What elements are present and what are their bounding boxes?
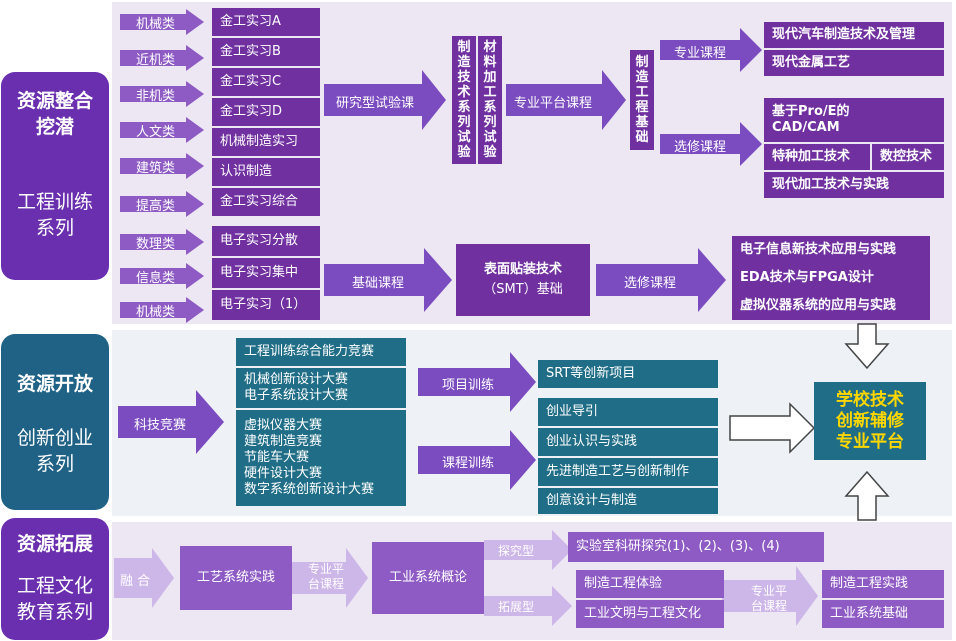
section-open: 资源开放 创新创业 系列 [1,334,109,510]
competition-engineering: 工程训练综合能力竞赛 [236,338,406,366]
tag-architecture: 建筑类 [136,160,176,176]
arrow-platform-1-label: 专业平 台课程 [307,562,344,591]
course-smt: 表面贴装技术 （SMT）基础 [456,244,590,316]
arrow-course-training-label: 课程训练 [442,456,495,471]
section-integration-line2: 系列 [35,217,74,239]
course-manufacturing-practice: 制造工程实践 [822,570,944,598]
course-electronics-1: 电子实习（1） [212,290,320,320]
arrow-platform-2-label: 专业平 台课程 [750,584,787,613]
course-cad-cam: 基于Pro/E的 CAD/CAM [764,98,944,142]
section-extend-title: 资源拓展 [16,533,93,555]
arrow-project-label: 项目训练 [442,378,495,393]
arrow-elective-label: 选修课程 [674,140,727,155]
course-lab-research: 实验室科研探究(1)、(2)、(3)、(4) [568,532,824,562]
tag-information: 信息类 [136,270,176,286]
tag-mechanical: 机械类 [136,16,176,32]
section-extend-line1: 工程文化 [16,575,93,597]
vertical-materials-tests: 材料加工系列试验 [478,36,502,164]
arrow-pro-course-label: 专业课程 [674,46,727,61]
project-srt: SRT等创新项目 [538,360,718,388]
course-electronics-concentrated: 电子实习集中 [212,258,320,288]
course-machining-practice: 机械制造实习 [212,128,320,156]
section-open-line2: 系列 [35,453,74,475]
arrow-platform-label: 专业平台课程 [514,96,593,111]
section-open-title: 资源开放 [16,373,93,395]
course-modern-metal: 现代金属工艺 [764,50,944,76]
course-industry-intro: 工业系统概论 [372,542,484,614]
section-integration: 资源整合挖潜 工程训练 系列 [1,72,109,280]
course-metalwork-b: 金工实习B [212,38,320,66]
course-modern-machining: 现代加工技术与实践 [764,172,944,198]
competition-group-others: 虚拟仪器大赛 建筑制造竞赛 节能车大赛 硬件设计大赛 数字系统创新设计大赛 [236,410,406,506]
course-metalwork-comprehensive: 金工实习综合 [212,188,320,216]
platform-minor: 学校技术 创新辅修 专业平台 [814,382,926,460]
tag-near-mechanical: 近机类 [136,52,176,68]
course-entrepreneurship-practice: 创业认识与实践 [538,428,718,456]
course-craft-system: 工艺系统实践 [180,546,292,610]
section-open-line1: 创新创业 [16,427,93,449]
course-special-machining: 特种加工技术 [764,144,870,170]
course-industrial-foundation: 工业系统基础 [822,600,944,628]
course-electronic-info: 电子信息新技术应用与实践 [732,236,930,264]
course-manufacturing-intro: 认识制造 [212,158,320,186]
course-manufacturing-experience: 制造工程体验 [576,570,724,598]
course-creative-design: 创意设计与制造 [538,488,718,514]
course-metalwork-a: 金工实习A [212,8,320,36]
course-cnc: 数控技术 [872,144,944,170]
course-virtual-instruments: 虚拟仪器系统的应用与实践 [732,292,930,320]
section-integration-line1: 工程训练 [16,191,93,213]
course-auto-manufacturing: 现代汽车制造技术及管理 [764,22,944,48]
tag-explore: 探究型 [498,544,535,558]
course-metalwork-c: 金工实习C [212,68,320,96]
section-integration-title: 资源整合挖潜 [16,90,93,138]
vertical-manufacturing-tests: 制造技术系列试验 [452,36,476,164]
section-extend-line2: 教育系列 [16,601,93,623]
tag-humanities: 人文类 [136,124,176,140]
tag-math-physics: 数理类 [136,236,176,252]
tag-non-mechanical: 非机类 [136,88,176,104]
tag-advanced: 提高类 [136,198,176,214]
course-entrepreneurship-intro: 创业导引 [538,398,718,426]
tag-mechanical-2: 机械类 [136,304,176,320]
course-electronics-dispersed: 电子实习分散 [212,226,320,256]
course-metalwork-d: 金工实习D [212,98,320,126]
course-advanced-manufacturing: 先进制造工艺与创新制作 [538,458,718,486]
arrow-elective-2-label: 选修课程 [624,276,677,291]
course-eda-fpga: EDA技术与FPGA设计 [732,264,930,292]
arrow-research-label: 研究型试验课 [336,96,415,111]
arrow-basic-course-label: 基础课程 [352,276,405,291]
competition-group-design: 机械创新设计大赛 电子系统设计大赛 [236,368,406,408]
section-extend: 资源拓展 工程文化 教育系列 [1,518,109,640]
arrow-merge-label: 融 合 [120,574,151,589]
vertical-manufacturing-foundation: 制造工程基础 [630,50,654,150]
arrow-competition-label: 科技竞赛 [134,418,187,433]
course-industrial-culture: 工业文明与工程文化 [576,600,724,628]
tag-extend: 拓展型 [498,600,535,614]
